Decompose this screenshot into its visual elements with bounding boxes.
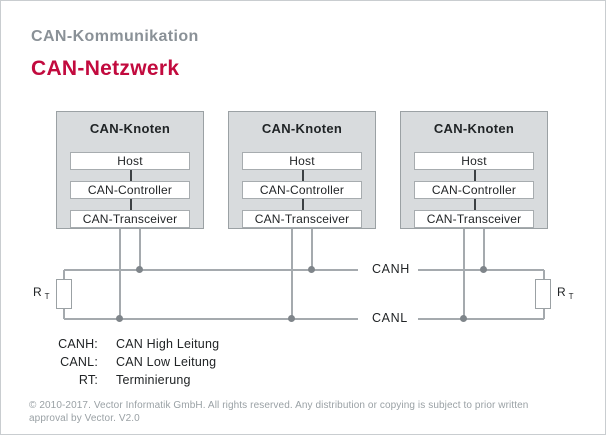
canl-bus-line [64, 318, 358, 320]
can-controller-box: CAN-Controller [70, 181, 190, 199]
junction-dot [460, 315, 467, 322]
host-box: Host [242, 152, 362, 170]
host-controller-connector [474, 170, 476, 181]
node2-canl-wire [291, 229, 293, 319]
can-transceiver-box: CAN-Transceiver [242, 210, 362, 228]
canl-label: CANL [372, 311, 408, 325]
canl-bus-line [418, 318, 544, 320]
junction-dot [136, 266, 143, 273]
terminator-symbol: R [557, 285, 566, 299]
can-node-title: CAN-Knoten [89, 121, 171, 136]
can-transceiver-box: CAN-Transceiver [70, 210, 190, 228]
canh-label: CANH [372, 262, 410, 276]
legend-value: CAN Low Leitung [116, 355, 217, 369]
node1-canh-wire [139, 229, 141, 270]
right-terminator-resistor [535, 279, 551, 309]
lesson-title: CAN-Kommunikation [31, 28, 199, 45]
legend-row-canl: CANL: CAN Low Leitung [41, 353, 219, 371]
can-controller-box: CAN-Controller [242, 181, 362, 199]
can-node-title: CAN-Knoten [261, 121, 343, 136]
junction-dot [308, 266, 315, 273]
legend: CANH: CAN High Leitung CANL: CAN Low Lei… [41, 335, 219, 389]
host-controller-connector [130, 170, 132, 181]
terminator-subscript: T [44, 292, 50, 301]
controller-transceiver-connector [130, 199, 132, 210]
node1-canl-wire [119, 229, 121, 319]
can-node-2: CAN-Knoten Host CAN-Controller CAN-Trans… [228, 111, 376, 229]
junction-dot [116, 315, 123, 322]
legend-value: CAN High Leitung [116, 337, 220, 351]
copyright-line-1: © 2010-2017. Vector Informatik GmbH. All… [29, 400, 529, 411]
copyright-line-2: approval by Vector. V2.0 [29, 413, 140, 424]
can-transceiver-box: CAN-Transceiver [414, 210, 534, 228]
node2-canh-wire [311, 229, 313, 270]
node3-canh-wire [483, 229, 485, 270]
left-terminator-resistor [56, 279, 72, 309]
copyright-footer: © 2010-2017. Vector Informatik GmbH. All… [29, 399, 589, 425]
controller-transceiver-connector [302, 199, 304, 210]
host-controller-connector [302, 170, 304, 181]
host-box: Host [414, 152, 534, 170]
node3-canl-wire [463, 229, 465, 319]
terminator-subscript: T [568, 292, 574, 301]
legend-key: CANH: [58, 337, 98, 351]
junction-dot [288, 315, 295, 322]
can-node-3: CAN-Knoten Host CAN-Controller CAN-Trans… [400, 111, 548, 229]
can-node-1: CAN-Knoten Host CAN-Controller CAN-Trans… [56, 111, 204, 229]
can-controller-box: CAN-Controller [414, 181, 534, 199]
host-box: Host [70, 152, 190, 170]
canh-bus-line [64, 269, 358, 271]
legend-key: CANL: [60, 355, 98, 369]
can-node-title: CAN-Knoten [433, 121, 515, 136]
legend-row-rt: RT: Terminierung [41, 371, 219, 389]
junction-dot [480, 266, 487, 273]
controller-transceiver-connector [474, 199, 476, 210]
page-title: CAN-Netzwerk [31, 57, 180, 80]
legend-row-canh: CANH: CAN High Leitung [41, 335, 219, 353]
legend-key: RT: [78, 373, 98, 387]
legend-value: Terminierung [116, 373, 191, 387]
terminator-symbol: R [33, 285, 42, 299]
